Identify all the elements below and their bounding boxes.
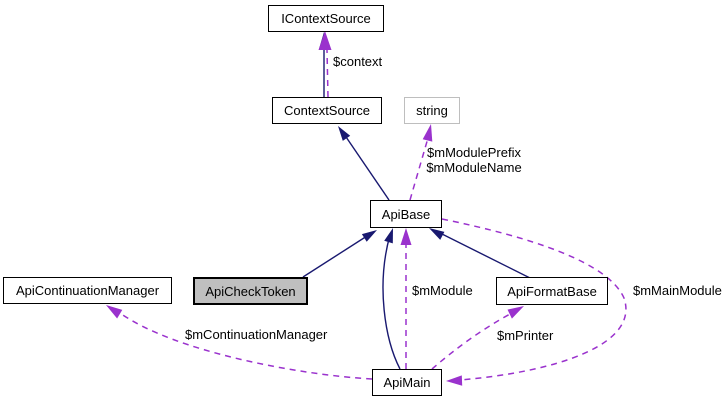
edge-label-mmoduleprefix: $mModulePrefix [427, 145, 521, 160]
arrowhead-usage-context [318, 31, 332, 50]
edge-label-mmainmodule: $mMainModule [633, 283, 722, 298]
class-node-apichecktoken: ApiCheckToken [193, 277, 308, 305]
class-node-apicontinuationmanager[interactable]: ApiContinuationManager [3, 277, 172, 304]
class-node-string: string [404, 97, 460, 124]
arrowhead-inheritance-apibase-2 [384, 228, 393, 244]
edge-usage-mcontinuationmanager [119, 312, 373, 380]
arrowhead-usage-apicontinuationmanager [106, 305, 123, 319]
edge-usage-mmainmodule [441, 218, 627, 381]
edge-label-moduleprefix-modulename: $mModulePrefix $mModuleName [424, 145, 524, 175]
arrowhead-inheritance-contextsource [338, 126, 351, 141]
edge-usage-mprinter [431, 312, 513, 370]
class-node-apibase[interactable]: ApiBase [370, 200, 442, 228]
arrowhead-usage-string [422, 124, 433, 142]
arrowhead-usage-apimain [446, 375, 463, 386]
arrowhead-usage-apibase [400, 228, 412, 245]
arrowhead-inheritance-apibase-1 [361, 230, 377, 242]
edge-label-mcontinuationmanager: $mContinuationManager [185, 327, 328, 342]
edge-label-mmodulename: $mModuleName [426, 160, 522, 175]
edge-inheritance-apichecktoken-apibase [302, 235, 368, 278]
edge-inheritance-apiformatbase-apibase [441, 233, 531, 279]
edge-label-mprinter: $mPrinter [497, 328, 554, 343]
edge-label-mmodule: $mModule [412, 283, 473, 298]
edge-label-context: $context [333, 54, 383, 69]
arrowhead-inheritance-apibase-3 [429, 228, 445, 240]
class-node-apimain[interactable]: ApiMain [372, 369, 442, 396]
class-node-icontextsource[interactable]: IContextSource [268, 5, 384, 32]
edge-usage-context [326, 49, 329, 98]
edge-inheritance-apimain-apibase [382, 234, 401, 370]
class-node-apiformatbase[interactable]: ApiFormatBase [496, 277, 608, 305]
arrowhead-usage-apiformatbase [507, 306, 524, 319]
class-node-contextsource[interactable]: ContextSource [272, 97, 382, 124]
edge-inheritance-apibase-contextsource [343, 133, 390, 201]
